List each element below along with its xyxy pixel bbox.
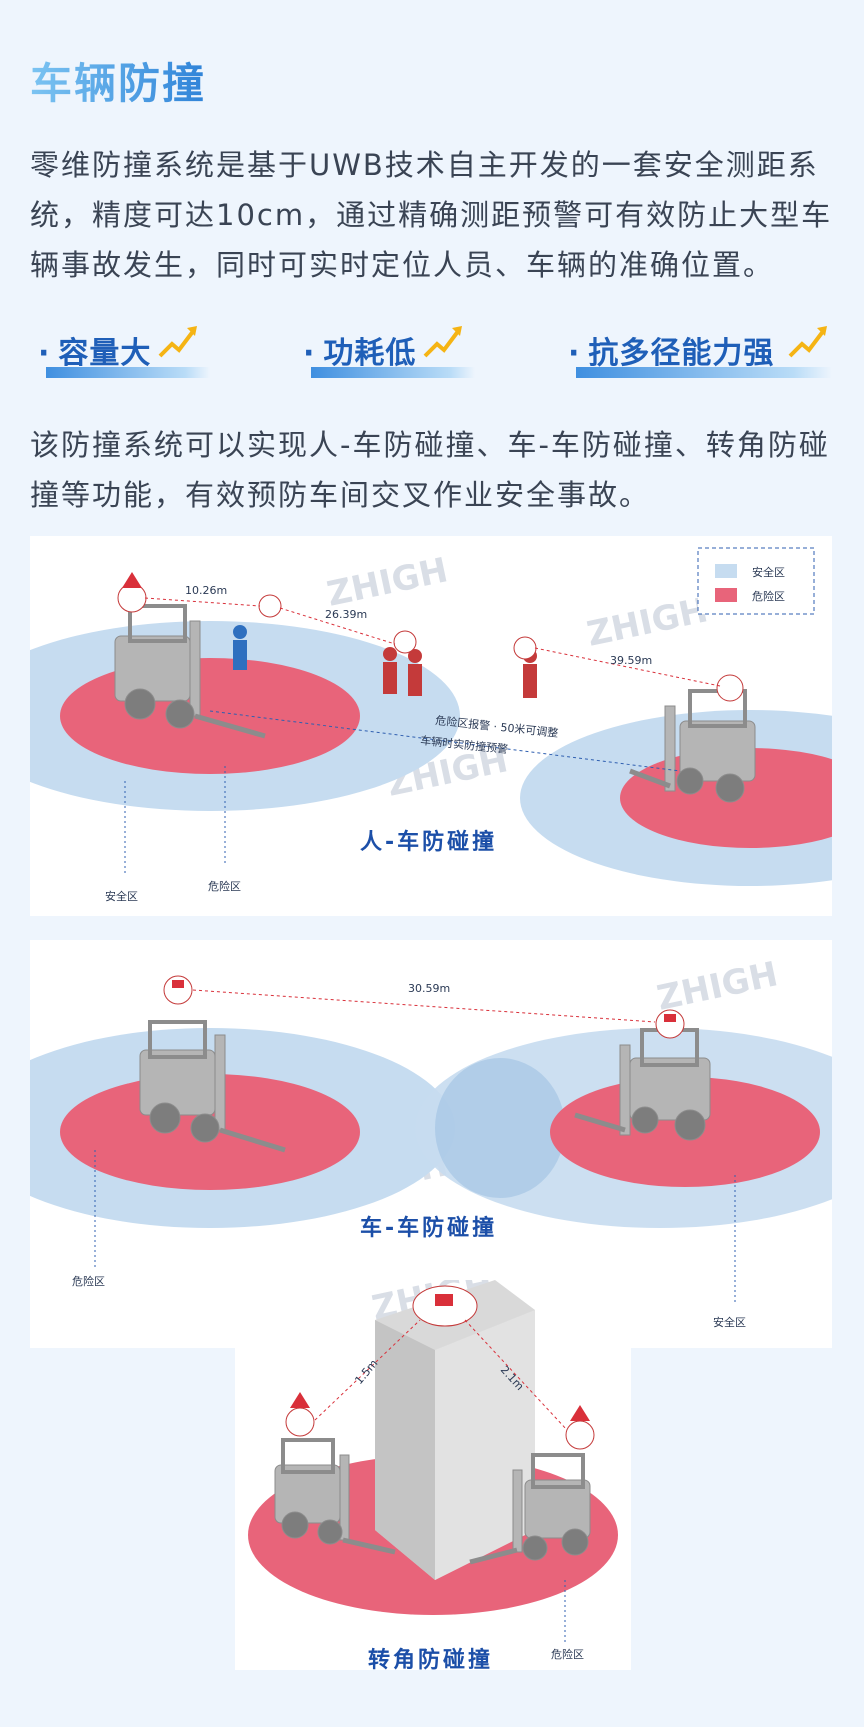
corner-illustration: ZHIGH 1.5m 2.1m xyxy=(235,1280,631,1670)
description-paragraph: 该防撞系统可以实现人-车防碰撞、车-车防碰撞、转角防碰撞等功能，有效预防车间交叉… xyxy=(30,428,830,512)
uwb-tag-icon xyxy=(565,1405,595,1450)
svg-text:ZHIGH: ZHIGH xyxy=(324,550,452,615)
caption-vehicle-vehicle: 车-车防碰撞 xyxy=(360,1216,498,1241)
svg-text:ZHIGH: ZHIGH xyxy=(584,590,712,655)
feature-multipath: ·抗多径能力强 xyxy=(568,322,832,378)
forklift xyxy=(274,1438,396,1555)
uwb-tag-icon xyxy=(258,594,282,618)
feature-capacity: ·容量大 xyxy=(38,322,210,378)
zone-label: 安全区 xyxy=(713,1315,746,1329)
growth-arrow-icon xyxy=(788,326,827,358)
vehicle-vehicle-illustration: ZHIGH ZHIGH 30.59m 危险区 安全区 xyxy=(30,940,832,1348)
forklift xyxy=(139,1020,286,1153)
forklift xyxy=(469,1453,591,1565)
caption-person-vehicle: 人-车防碰撞 xyxy=(360,830,498,855)
legend: 安全区 危险区 xyxy=(697,547,815,615)
wall-block xyxy=(375,1280,535,1580)
distance-label: 39.59m xyxy=(610,654,652,667)
forklift xyxy=(114,604,266,739)
svg-text:安全区: 安全区 xyxy=(752,565,785,579)
zone-label: 危险区 xyxy=(208,879,241,893)
person-vehicle-illustration: ZHIGH ZHIGH ZHIGH xyxy=(30,536,832,916)
feature-label: 功耗低 xyxy=(323,336,417,371)
growth-arrow-icon xyxy=(423,326,462,358)
zone-label: 安全区 xyxy=(105,889,138,903)
uwb-tag-icon xyxy=(716,674,744,702)
worker xyxy=(383,647,397,694)
zone-label: 危险区 xyxy=(551,1647,584,1661)
danger-zone xyxy=(60,658,360,774)
uwb-tag-icon xyxy=(412,1285,478,1327)
svg-text:ZHIGH: ZHIGH xyxy=(654,954,782,1019)
distance-label: 10.26m xyxy=(185,584,227,597)
distance-label: 30.59m xyxy=(408,982,450,995)
feature-label: 容量大 xyxy=(58,336,152,371)
caption-corner: 转角防碰撞 xyxy=(368,1648,494,1670)
distance-label: 26.39m xyxy=(325,608,367,621)
worker xyxy=(408,649,422,696)
uwb-tag-icon xyxy=(117,572,147,613)
growth-arrow-icon xyxy=(158,326,197,358)
zone-label: 危险区 xyxy=(72,1274,105,1288)
uwb-tag-icon xyxy=(285,1392,315,1437)
page-title: 车辆防撞 xyxy=(30,50,206,111)
intro-paragraph: 零维防撞系统是基于UWB技术自主开发的一套安全测距系统，精度可达10cm，通过精… xyxy=(30,148,833,282)
uwb-tag-icon xyxy=(393,630,417,654)
uwb-tag-icon xyxy=(163,975,193,1005)
worker xyxy=(233,625,247,670)
forklift xyxy=(574,1028,711,1141)
feature-low-power: ·功耗低 xyxy=(303,322,475,378)
svg-text:危险区: 危险区 xyxy=(752,589,785,603)
uwb-tag-icon xyxy=(513,636,537,660)
feature-label: 抗多径能力强 xyxy=(588,336,775,371)
uwb-tag-icon xyxy=(655,1009,685,1039)
